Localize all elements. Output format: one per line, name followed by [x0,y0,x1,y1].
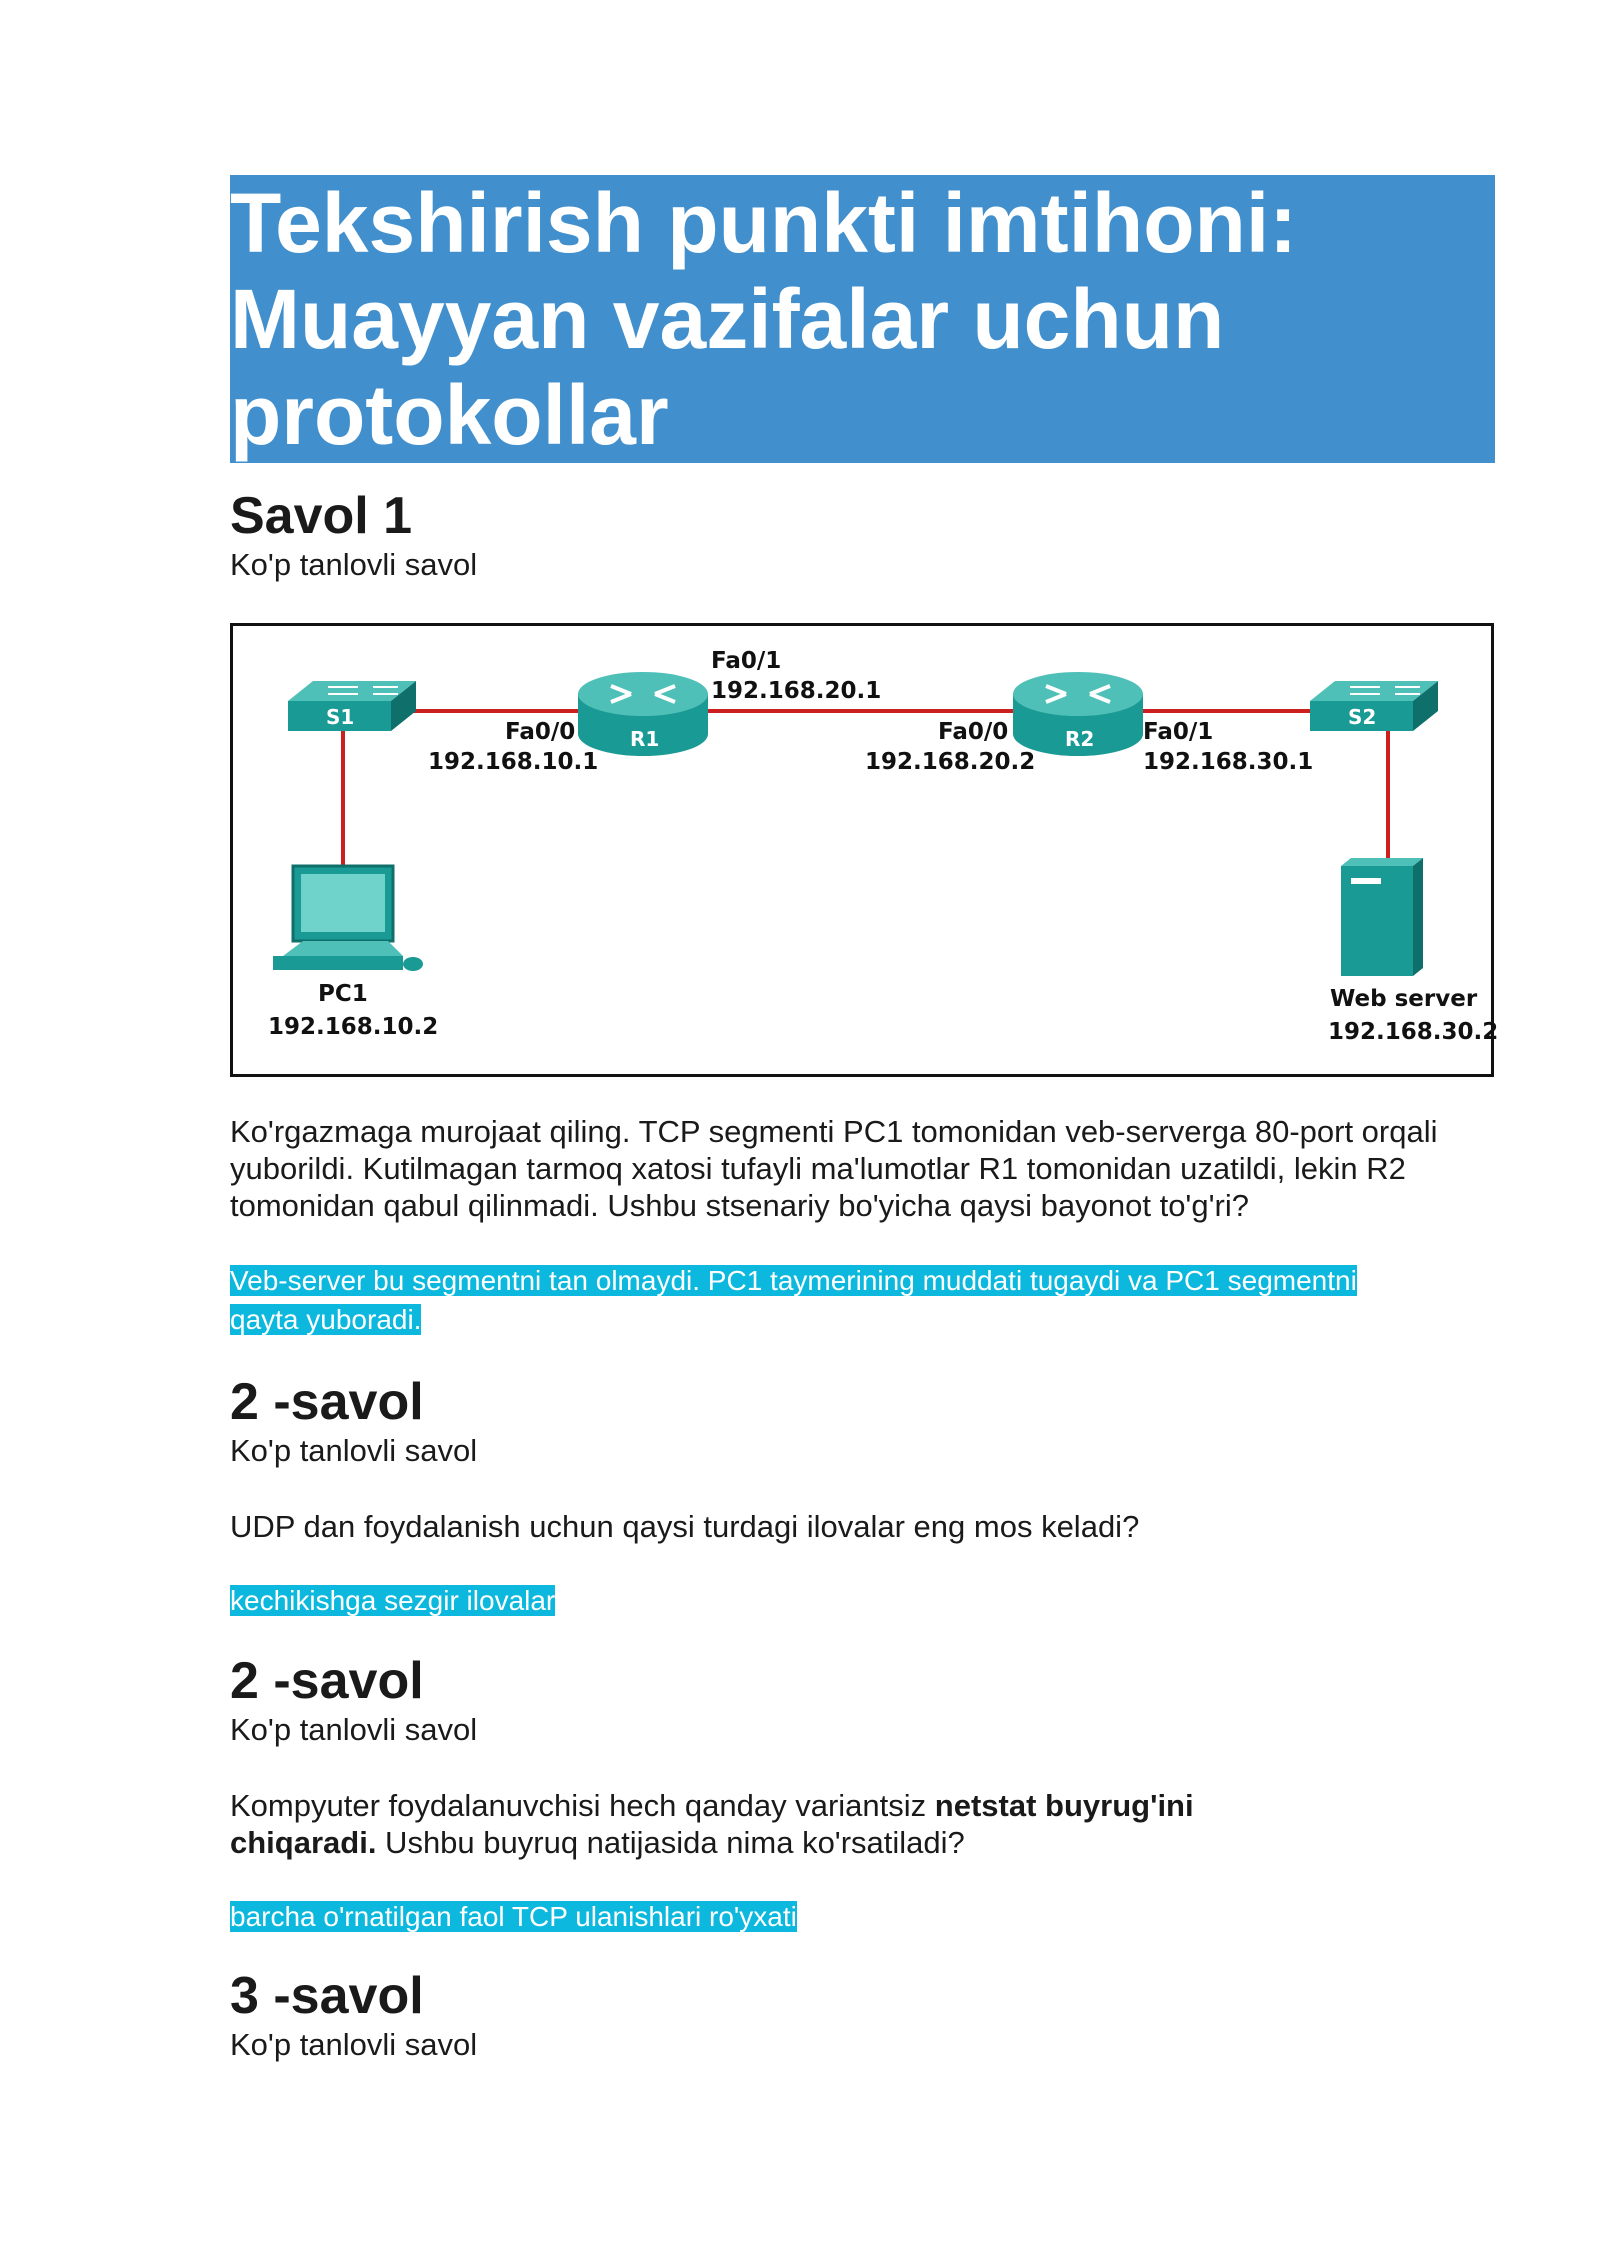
router-r2-label: R2 [1065,727,1094,751]
web-server-label: Web server [1330,986,1478,1012]
question-3-type: Ko'p tanlovli savol [230,1712,478,1747]
question-3-text-before: Kompyuter foydalanuvchisi hech qanday va… [230,1788,935,1823]
question-1-answer-line1: Veb-server bu segmentni tan olmaydi. PC1… [230,1265,1357,1296]
question-4-heading: 3 -savol [230,1967,424,2025]
r2-fa01-label: Fa0/1 [1143,719,1213,745]
r2-fa00-label: Fa0/0 [938,719,1008,745]
pc1-ip: 192.168.10.2 [268,1014,438,1040]
web-server-icon [1341,858,1423,976]
r2-fa01-ip: 192.168.30.1 [1143,749,1313,775]
switch-s1-icon: S1 [288,681,416,731]
question-2-text: UDP dan foydalanish uchun qaysi turdagi … [230,1509,1140,1544]
r1-fa00-label: Fa0/0 [505,719,575,745]
r1-fa01-ip: 192.168.20.1 [711,678,881,704]
router-r2-icon: R2 [1013,672,1143,756]
r1-fa01-label: Fa0/1 [711,648,781,674]
page-title: Tekshirish punkti imtihoni: Muayyan vazi… [230,175,1495,463]
question-3-answer-text: barcha o'rnatilgan faol TCP ulanishlari … [230,1901,797,1932]
switch-s1-label: S1 [326,705,354,729]
question-2-type: Ko'p tanlovli savol [230,1433,478,1468]
question-2-answer-text: kechikishga sezgir ilovalar [230,1585,556,1616]
r2-fa00-ip: 192.168.20.2 [865,749,1035,775]
question-1-answer: Veb-server bu segmentni tan olmaydi. PC1… [230,1261,1510,1339]
topology-svg: S1 S2 R1 R2 [268,648,1498,1045]
question-2-answer: kechikishga sezgir ilovalar [230,1581,556,1620]
question-3-text-after: Ushbu buyruq natijasida nima ko'rsatilad… [376,1825,965,1860]
r1-fa00-ip: 192.168.10.1 [428,749,598,775]
switch-s2-label: S2 [1348,705,1376,729]
pc1-computer-icon [273,864,423,971]
network-links [341,709,1390,866]
question-1-type: Ko'p tanlovli savol [230,547,478,582]
question-1-answer-line2: qayta yuboradi. [230,1304,422,1335]
pc1-label: PC1 [318,981,368,1007]
router-r1-label: R1 [630,727,659,751]
question-1-text: Ko'rgazmaga murojaat qiling. TCP segment… [230,1114,1438,1223]
question-3-heading: 2 -savol [230,1652,424,1710]
question-2-heading: 2 -savol [230,1373,424,1431]
network-topology-diagram: S1 S2 R1 R2 [230,623,1498,1077]
switch-s2-icon: S2 [1310,681,1438,731]
question-4-type: Ko'p tanlovli savol [230,2027,478,2062]
question-3-answer: barcha o'rnatilgan faol TCP ulanishlari … [230,1897,797,1936]
question-3-text-bold: netstat buyrug'ini chiqaradi. [230,1788,1194,1860]
web-server-ip: 192.168.30.2 [1328,1019,1498,1045]
question-3-text: Kompyuter foydalanuvchisi hech qanday va… [230,1787,1330,1861]
router-r1-icon: R1 [578,672,708,756]
question-1-heading: Savol 1 [230,487,413,545]
